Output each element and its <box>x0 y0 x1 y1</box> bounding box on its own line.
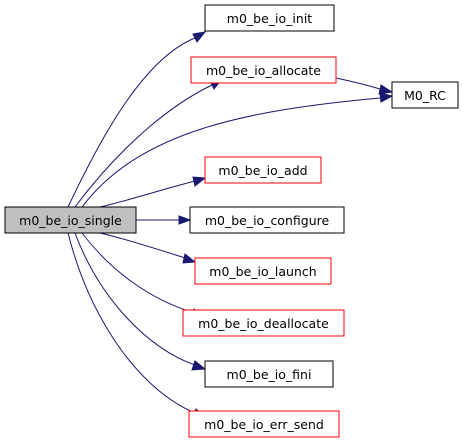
edge-root-to-init <box>67 37 196 208</box>
allocate-node-label: m0_be_io_allocate <box>206 63 321 78</box>
add-node-label: m0_be_io_add <box>218 163 307 178</box>
init-node-box <box>204 4 335 32</box>
edge-allocate-to-rc <box>335 77 381 90</box>
edge-root-to-init-arrowhead <box>192 31 207 43</box>
deallocate-node-box <box>182 309 345 337</box>
node-m0-be-io-add[interactable]: m0_be_io_add <box>204 156 322 184</box>
err-send-node-box <box>188 410 340 438</box>
node-m0-be-io-err-send[interactable]: m0_be_io_err_send <box>188 410 340 438</box>
edge-root-to-launch-arrowhead <box>182 253 197 264</box>
rc-node-box <box>391 81 459 109</box>
edge-root-to-allocate <box>74 84 213 208</box>
err-send-node-label: m0_be_io_err_send <box>204 417 324 432</box>
root-node-box <box>4 206 137 234</box>
edge-allocate-to-rc-arrowhead <box>378 84 394 95</box>
fini-node-label: m0_be_io_fini <box>227 367 312 382</box>
init-node-label: m0_be_io_init <box>227 11 312 26</box>
configure-node-label: m0_be_io_configure <box>205 213 330 228</box>
launch-node-box <box>194 257 332 285</box>
fini-node-box <box>204 360 334 388</box>
edge-root-to-launch <box>99 232 186 259</box>
edge-root-to-deallocate <box>81 232 196 314</box>
edge-root-to-err-send <box>67 232 196 414</box>
deallocate-node-label: m0_be_io_deallocate <box>198 316 329 331</box>
nodes-layer: m0_be_io_single m0_be_io_init m0_be_io_a… <box>4 4 459 438</box>
launch-node-label: m0_be_io_launch <box>209 264 316 279</box>
edge-root-to-configure-arrowhead <box>178 215 192 225</box>
rc-node-label: M0_RC <box>404 88 446 103</box>
allocate-node-box <box>190 56 337 84</box>
edge-root-to-rc-arrowhead <box>379 92 394 103</box>
node-m0-be-io-single[interactable]: m0_be_io_single <box>4 206 137 234</box>
node-m0-rc[interactable]: M0_RC <box>391 81 459 109</box>
add-node-box <box>204 156 322 184</box>
node-m0-be-io-init[interactable]: m0_be_io_init <box>204 4 335 32</box>
node-m0-be-io-deallocate[interactable]: m0_be_io_deallocate <box>182 309 345 337</box>
edge-root-to-add-arrowhead <box>192 176 207 187</box>
edge-root-to-fini-arrowhead <box>191 360 207 371</box>
edge-root-to-fini <box>74 232 196 366</box>
configure-node-box <box>189 206 345 234</box>
node-m0-be-io-configure[interactable]: m0_be_io_configure <box>189 206 345 234</box>
node-m0-be-io-allocate[interactable]: m0_be_io_allocate <box>190 56 337 84</box>
node-m0-be-io-fini[interactable]: m0_be_io_fini <box>204 360 334 388</box>
edge-root-to-rc <box>81 97 381 208</box>
node-m0-be-io-launch[interactable]: m0_be_io_launch <box>194 257 332 285</box>
root-node-label: m0_be_io_single <box>19 213 122 228</box>
edge-root-to-add <box>99 180 196 208</box>
